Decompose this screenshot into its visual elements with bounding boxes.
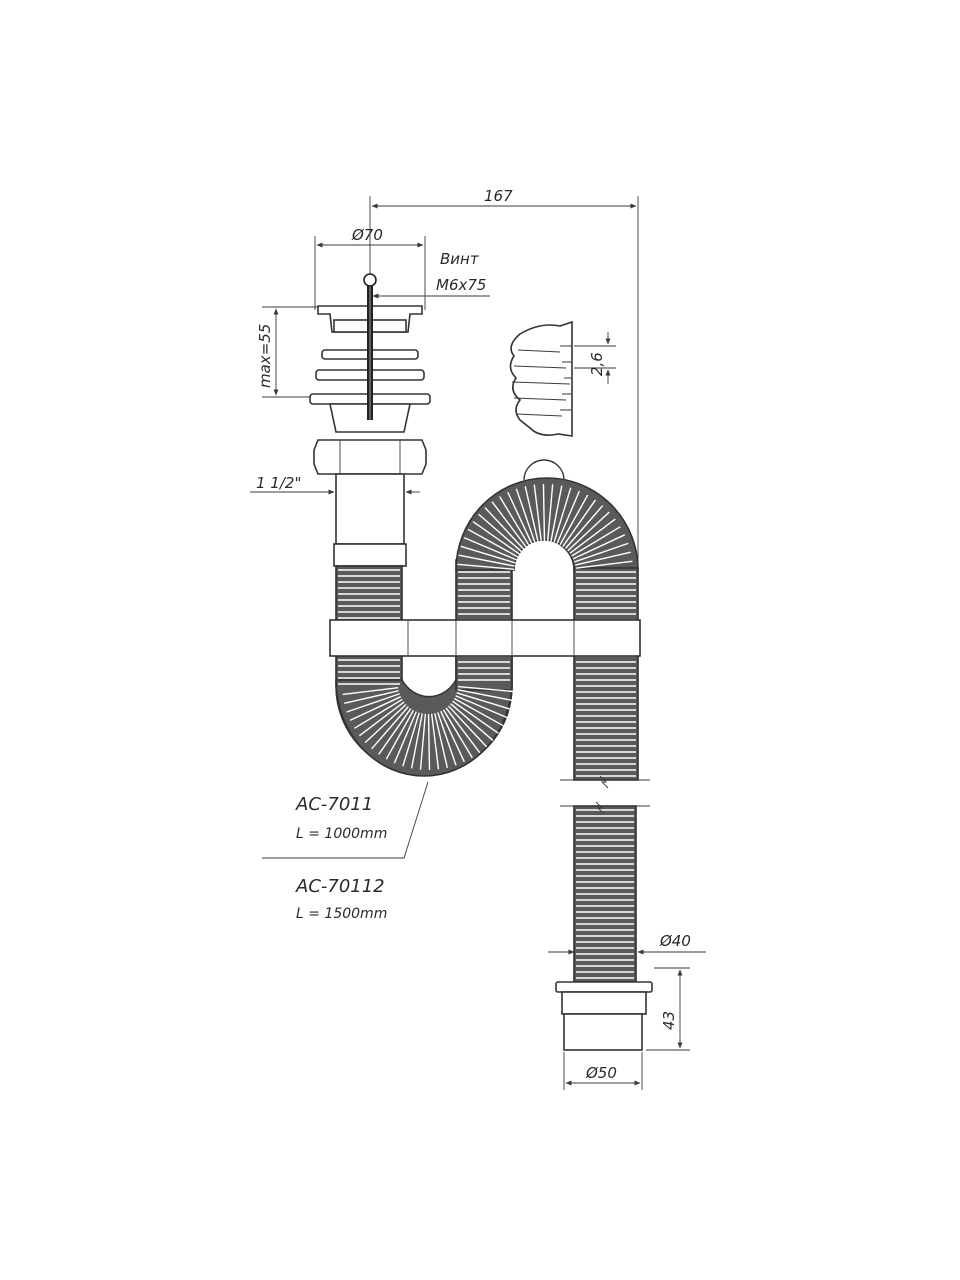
drain-strainer <box>309 273 431 567</box>
model-2-length: L = 1500mm <box>296 906 387 922</box>
top-diameter-label: Ø70 <box>351 226 383 244</box>
max-height-label: max=55 <box>256 324 274 388</box>
overall-width-dimension: 167 <box>369 187 639 612</box>
top-diameter-dimension: Ø70 <box>314 226 426 310</box>
screw-callout: Винт M6x75 <box>372 250 490 299</box>
rib-pitch-detail: 2,6 <box>509 320 616 437</box>
corrugated-hose <box>329 459 650 983</box>
outlet-height-dimension: 43 <box>646 967 690 1051</box>
screw-size: M6x75 <box>436 276 486 294</box>
overall-width-label: 167 <box>484 187 513 205</box>
model-2-code: AC-70112 <box>295 876 385 897</box>
outlet-fitting <box>555 981 653 1051</box>
model-1-length: L = 1000mm <box>296 826 387 842</box>
rib-pitch-label: 2,6 <box>588 352 606 376</box>
outlet-height-label: 43 <box>660 1011 678 1030</box>
outlet-hose-diameter-dimension: Ø40 <box>548 932 706 955</box>
model-callout: AC-7011 L = 1000mm AC-70112 L = 1500mm <box>262 781 429 922</box>
thread-dimension: 1 1/2" <box>250 474 420 495</box>
max-height-dimension: max=55 <box>256 306 330 398</box>
thread-label: 1 1/2" <box>256 474 301 492</box>
screw-title: Винт <box>440 250 480 268</box>
outlet-diameter-dimension: Ø50 <box>563 1052 643 1090</box>
outlet-diameter-label: Ø50 <box>585 1064 617 1082</box>
outlet-hose-diameter-label: Ø40 <box>659 932 691 950</box>
model-1-code: AC-7011 <box>295 794 373 815</box>
